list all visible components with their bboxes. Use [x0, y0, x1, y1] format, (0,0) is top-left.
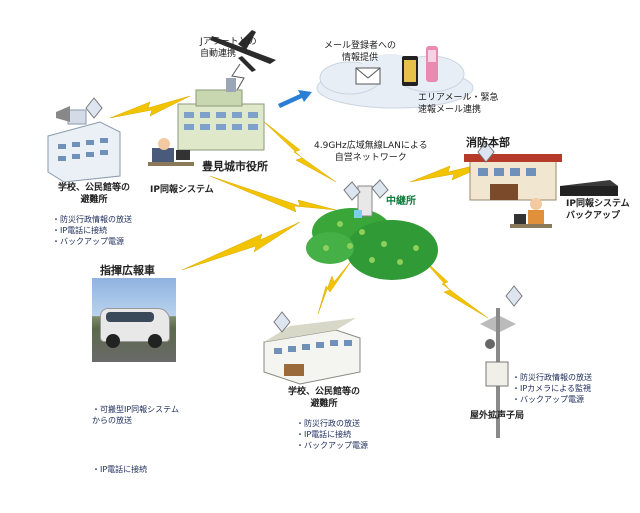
mail-icon [355, 67, 381, 85]
area-mail-label: エリアメール・緊急 速報メール連携 [418, 93, 499, 115]
link-relay-shelter [317, 259, 353, 315]
speaker-horn-icon [56, 106, 70, 122]
link-cityhall-relay [261, 119, 337, 183]
link-relay-ipsystem [209, 175, 337, 213]
server-icon [560, 180, 618, 196]
ip-system-label: IP同報システム [150, 185, 214, 195]
bullet-item: 防災行政情報の放送 [52, 214, 132, 225]
network-diagram: Jアラートとの 自動連携 メール登録者への 情報提供 エリアメール・緊急 速報メ… [0, 0, 640, 480]
bullet-item: IP電話に接続 [296, 429, 368, 440]
relay-hills [306, 208, 438, 280]
firefighter-icon [510, 198, 552, 228]
mail-provide-label: メール登録者への 情報提供 [324, 41, 397, 63]
outdoor-speaker-bullets: 防災行政情報の放送 IPカメラによる監視 バックアップ電源 [512, 372, 592, 405]
antenna-panel-icon [273, 311, 291, 333]
city-hall-label: 豊見城市役所 [202, 160, 268, 173]
shelter-left-label: 学校、公民館等の 避難所 [58, 183, 131, 205]
command-car-bullets: 可搬型IP同報システム からの放送 IP電話に接続 [92, 366, 179, 513]
fire-hq-label: 消防本部 [466, 136, 510, 149]
fire-hq-building [464, 154, 562, 201]
relay-tower-icon [343, 179, 389, 218]
shelter-bottom-building [263, 318, 361, 385]
flip-phone-icon [426, 46, 438, 82]
link-cityhall-shelter [109, 95, 191, 119]
ip-backup-label: IP同報システム バックアップ [566, 199, 630, 221]
operator-icon [148, 138, 194, 166]
command-car-photo [92, 278, 176, 362]
antenna-panel-icon [477, 141, 495, 163]
bullet-item: 可搬型IP同報システム からの放送 [92, 404, 179, 426]
shelter-left-bullets: 防災行政情報の放送 IP電話に接続 バックアップ電源 [52, 214, 132, 247]
smartphone-icon [402, 56, 418, 86]
antenna-panel-icon [85, 97, 103, 119]
bullet-item: IP電話に接続 [92, 464, 179, 475]
outdoor-speaker-label: 屋外拡声子局 [470, 411, 525, 421]
relay-label: 中継所 [386, 196, 416, 207]
bullet-item: バックアップ電源 [52, 236, 132, 247]
bullet-item: 防災行政の放送 [296, 418, 368, 429]
jet-icon [210, 30, 276, 93]
bullet-item: 防災行政情報の放送 [512, 372, 592, 383]
city-hall-building [177, 78, 265, 151]
bullet-item: バックアップ電源 [296, 440, 368, 451]
shelter-bottom-label: 学校、公民館等の 避難所 [288, 387, 361, 409]
diagram-graphics [47, 30, 618, 438]
speaker-pole-icon [480, 285, 523, 438]
shelter-left-building [47, 109, 121, 183]
link-relay-car [181, 221, 301, 271]
bullet-item: IP電話に接続 [52, 225, 132, 236]
bullet-item: IPカメラによる監視 [512, 383, 592, 394]
bullet-item: バックアップ電源 [512, 394, 592, 405]
arrow-icon [278, 90, 312, 108]
link-relay-speaker [419, 255, 489, 319]
network-label: 4.9GHz広域無線LANによる 自営ネットワーク [314, 141, 428, 163]
command-car-label: 指揮広報車 [100, 264, 155, 277]
j-alert-label: Jアラートとの 自動連携 [200, 37, 257, 59]
shelter-bottom-bullets: 防災行政の放送 IP電話に接続 バックアップ電源 [296, 418, 368, 451]
